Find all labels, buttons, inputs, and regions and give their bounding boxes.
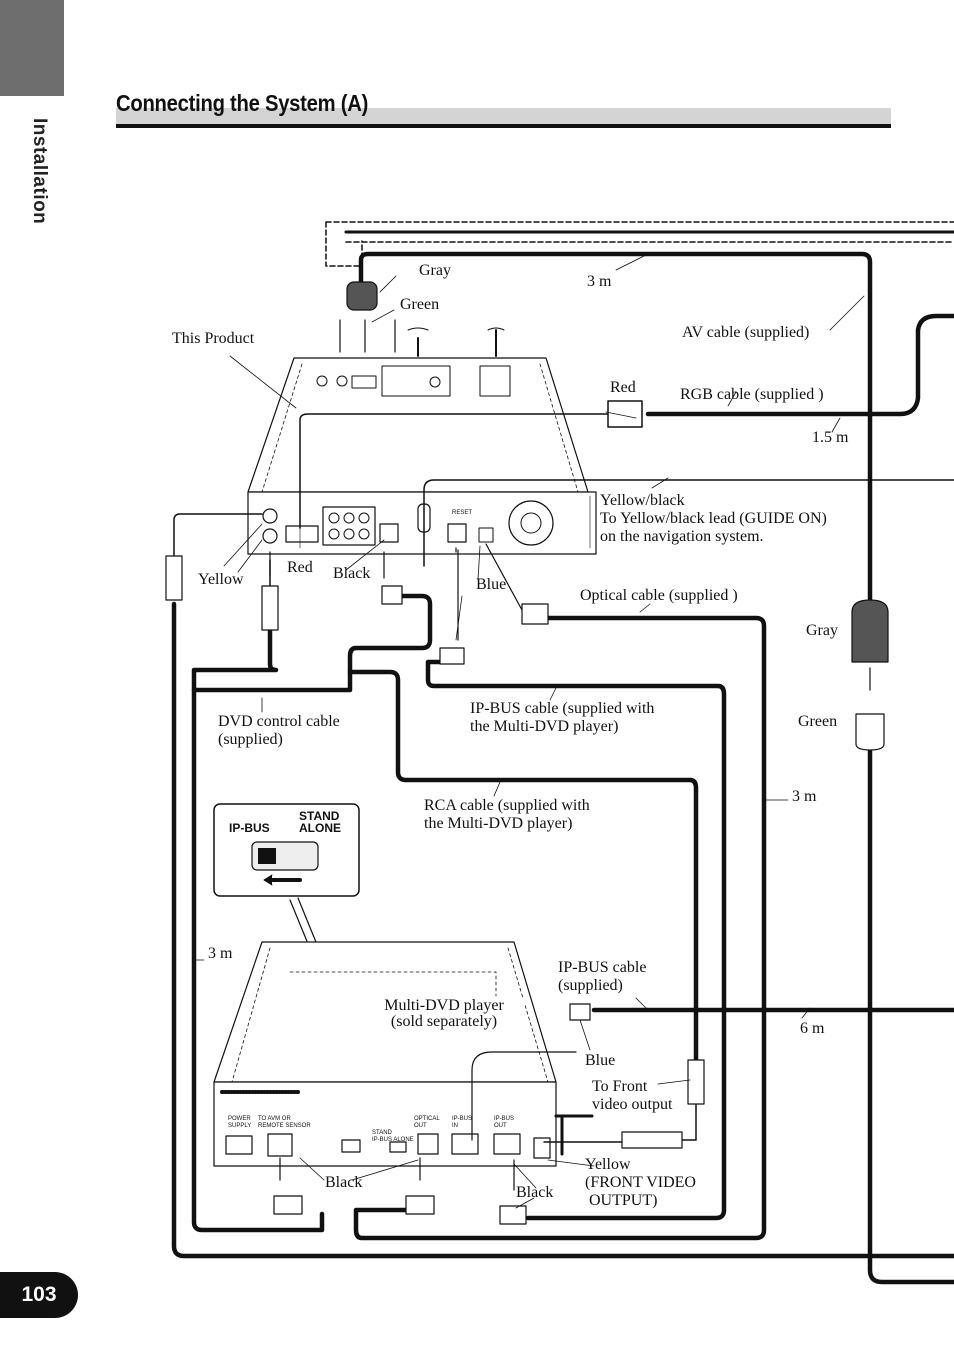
label-blue-bottom: Blue xyxy=(585,1052,616,1069)
label-3m-right: 3 m xyxy=(792,788,817,805)
label-green-top: Green xyxy=(400,296,440,313)
label-6m: 6 m xyxy=(800,1020,825,1037)
label-1-5m: 1.5 m xyxy=(812,429,849,446)
optical-cable xyxy=(353,615,767,1241)
switch-label-ipbus: IP-BUS xyxy=(229,821,270,835)
title-bar xyxy=(116,108,891,124)
rgb-cable xyxy=(645,313,954,417)
switch-label-standalone: STAND ALONE xyxy=(299,809,341,835)
label-yellow-front-video: Yellow (FRONT VIDEO OUTPUT) xyxy=(585,1156,696,1209)
page-number: 103 xyxy=(0,1272,78,1318)
label-ipbus-cable-bottom: IP-BUS cable (supplied) xyxy=(558,959,647,994)
panel-to-avm: TO AVM OR REMOTE SENSOR xyxy=(258,1116,311,1129)
multi-dvd-front xyxy=(213,1081,557,1167)
yellow-black-lead xyxy=(423,479,954,567)
label-black-bottom-right: Black xyxy=(516,1184,554,1201)
panel-reset: RESET xyxy=(452,510,473,516)
panel-ipbus-standalone: STAND IP-BUS ALONE xyxy=(372,1130,414,1143)
product-top xyxy=(247,357,589,493)
label-av-cable: AV cable (supplied) xyxy=(682,324,810,341)
label-multi-dvd-player: Multi-DVD player (sold separately) xyxy=(363,998,525,1032)
label-this-product: This Product xyxy=(172,330,255,347)
rgb-internal-lead xyxy=(299,413,609,529)
label-green-right: Green xyxy=(798,713,838,730)
label-optical-cable: Optical cable (supplied ) xyxy=(580,587,738,604)
section-tab-label: Installation xyxy=(29,118,50,225)
label-dvd-control-cable: DVD control cable (supplied) xyxy=(218,713,340,748)
label-rgb-cable: RGB cable (supplied ) xyxy=(680,386,824,403)
dashed-lead-bracket xyxy=(325,221,954,267)
label-black-jack: Black xyxy=(333,565,371,582)
label-gray-right: Gray xyxy=(806,622,838,639)
panel-ipbus-in: IP-BUS IN xyxy=(452,1116,473,1129)
gray-lead-bottom xyxy=(867,747,954,1285)
label-red-plug: Red xyxy=(610,379,636,396)
panel-optical-out: OPTICAL OUT xyxy=(414,1116,440,1129)
label-gray-top: Gray xyxy=(419,262,451,279)
dvd-control-cable xyxy=(191,625,325,1233)
label-3m-left: 3 m xyxy=(208,945,233,962)
title-rule xyxy=(116,124,891,128)
label-yellow-black: Yellow/black To Yellow/black lead (GUIDE… xyxy=(600,492,827,545)
yellow-rca-loop xyxy=(173,513,263,561)
label-red-jack: Red xyxy=(287,559,313,576)
ipbus-cable-top xyxy=(425,659,727,1221)
panel-ipbus-out: IP-BUS OUT xyxy=(494,1116,515,1129)
av-cable xyxy=(358,251,873,603)
section-tab xyxy=(0,0,64,96)
label-to-front-video: To Front video output xyxy=(592,1078,673,1113)
rca-cable xyxy=(191,593,433,693)
label-yellow-jack: Yellow xyxy=(198,571,244,588)
label-blue-jack: Blue xyxy=(476,576,507,593)
left-outer-loop xyxy=(171,601,954,1259)
label-ipbus-cable-top: IP-BUS cable (supplied with the Multi-DV… xyxy=(470,700,655,735)
panel-power-supply: POWER SUPPLY xyxy=(228,1116,252,1129)
label-3m-top: 3 m xyxy=(587,273,612,290)
page-title: Connecting the System (A) xyxy=(116,90,369,116)
label-black-bottom-left: Black xyxy=(325,1174,363,1191)
label-rca-cable: RCA cable (supplied with the Multi-DVD p… xyxy=(424,797,590,832)
